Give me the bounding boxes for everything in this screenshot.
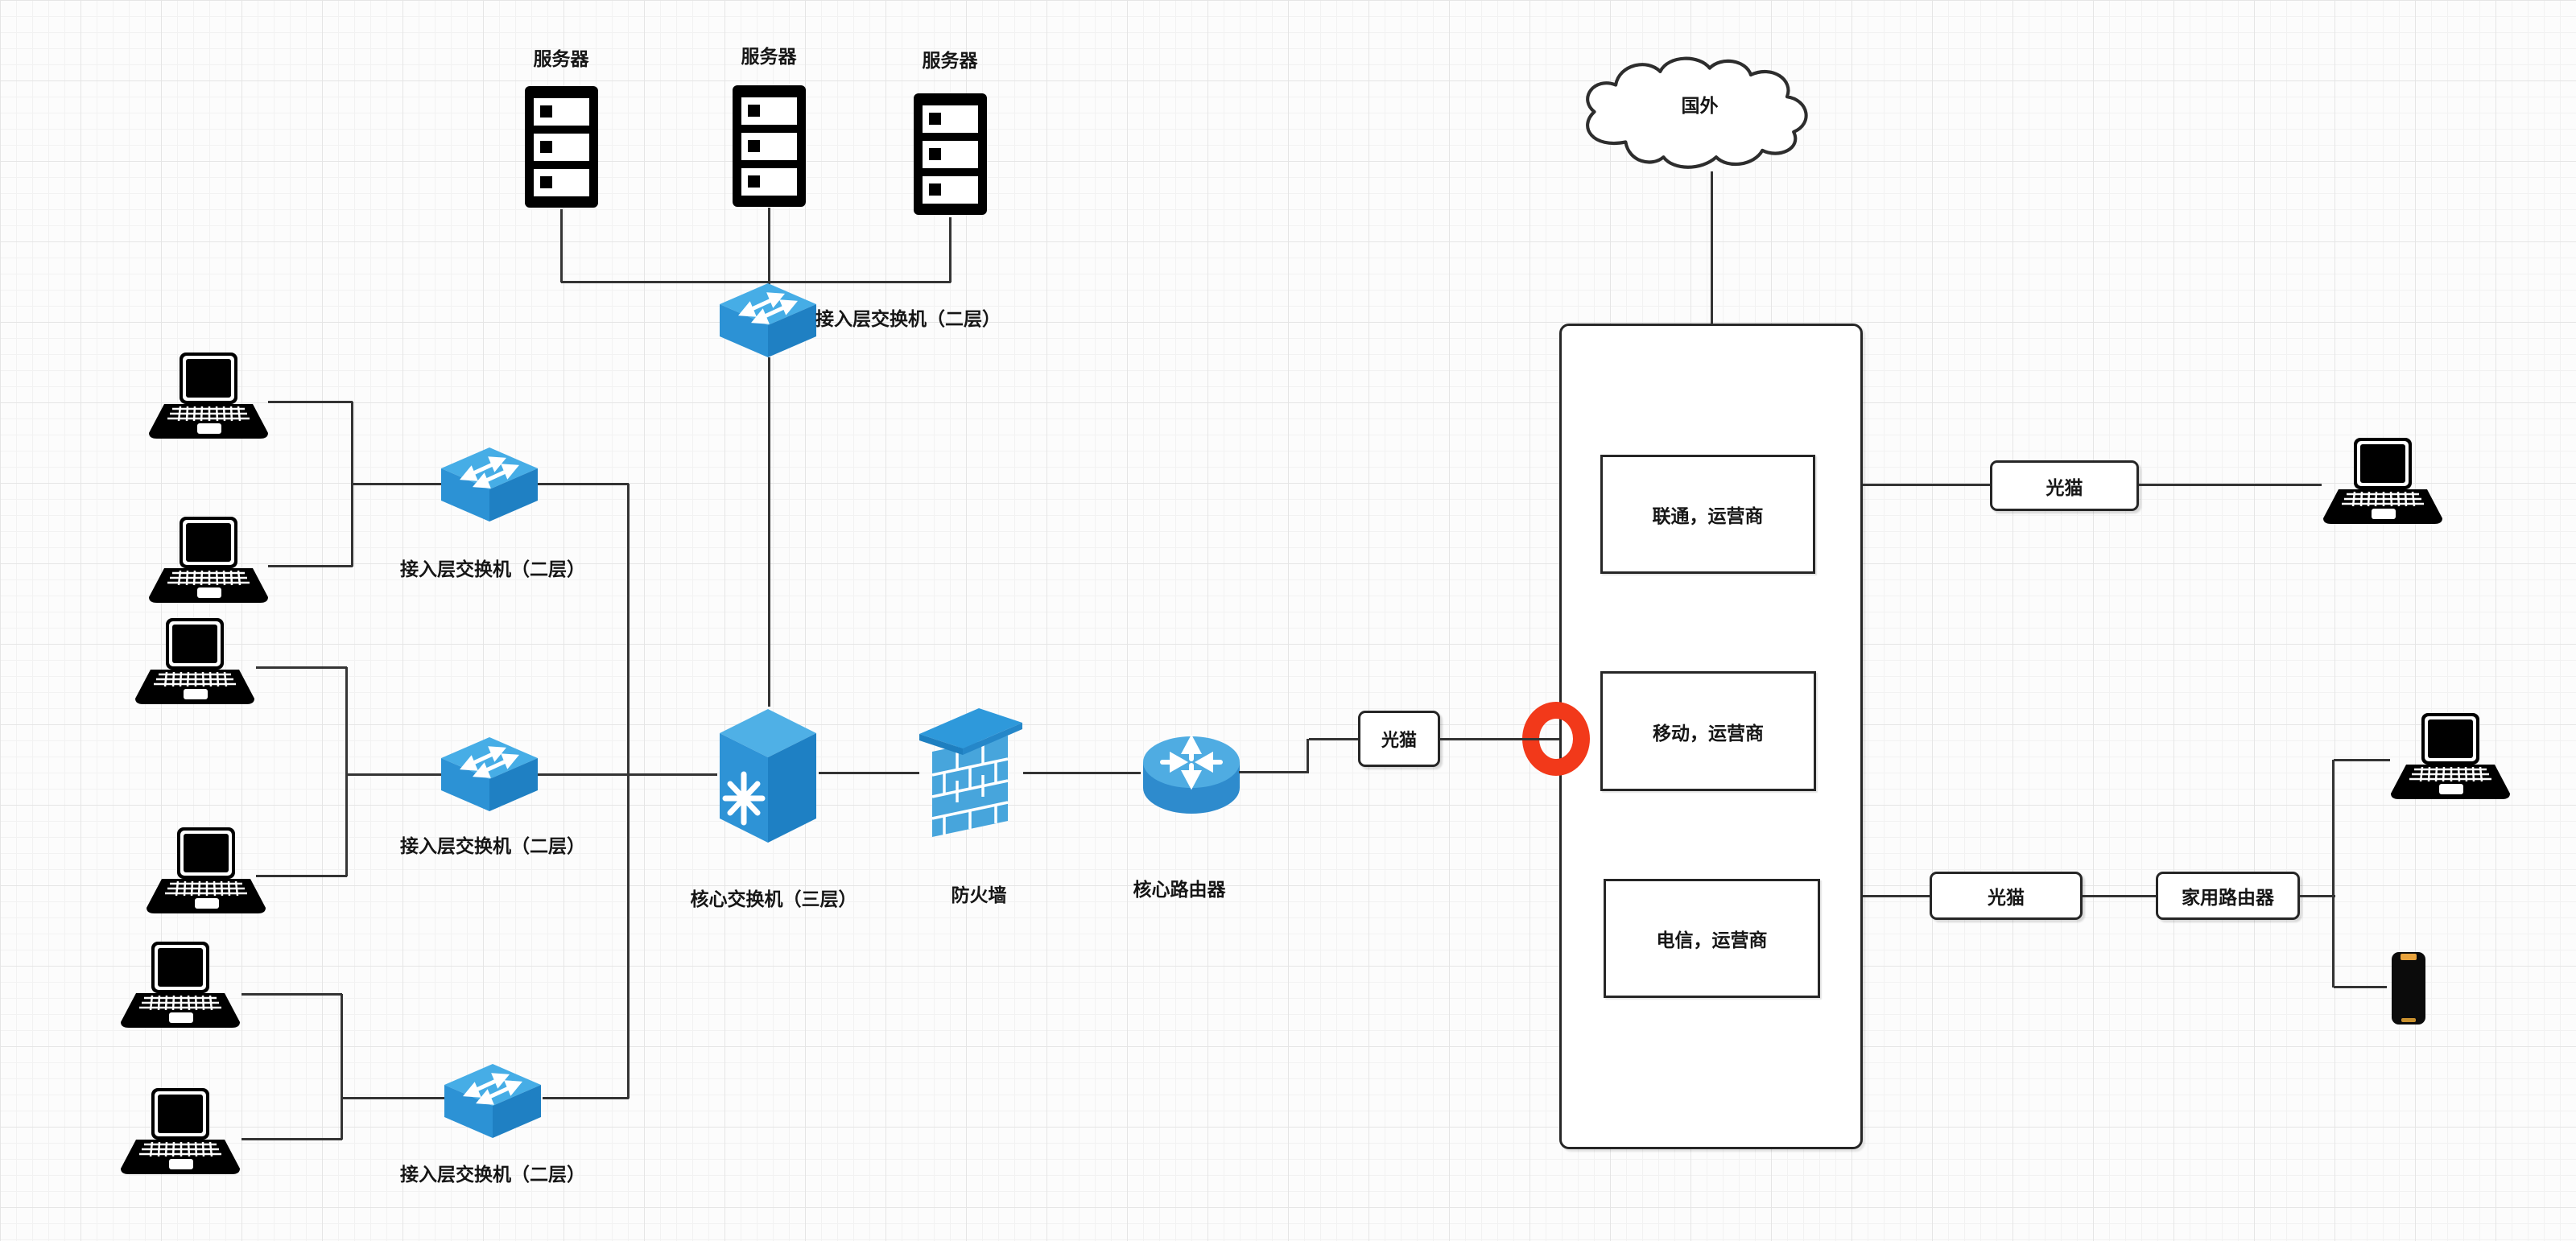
laptop-icon: [2322, 438, 2444, 533]
connector-line: [819, 772, 919, 774]
connector-line: [341, 994, 343, 1140]
connector-line: [1440, 738, 1559, 740]
connector-line: [536, 773, 629, 776]
laptop-icon: [147, 517, 270, 612]
connector-line: [629, 773, 717, 776]
connector-line: [1239, 771, 1309, 773]
connector-line: [353, 483, 444, 485]
connector-line: [1309, 738, 1358, 740]
optical-modem-box-bottom-right: 光猫: [1930, 872, 2083, 920]
connector-line: [627, 484, 630, 1099]
connector-line: [345, 667, 348, 876]
laptop-icon: [145, 827, 267, 922]
connector-line: [268, 565, 353, 567]
server-label: 服务器: [922, 50, 978, 71]
connector-line: [560, 209, 563, 282]
connector-line: [535, 483, 629, 485]
connector-line: [2332, 760, 2334, 987]
server-icon: [912, 92, 989, 216]
core-switch-label: 核心交换机（三层）: [690, 888, 857, 909]
optical-modem-box-core: 光猫: [1358, 711, 1440, 767]
core-router-label: 核心路由器: [1133, 879, 1226, 900]
connector-line: [1711, 171, 1713, 324]
laptop-icon: [119, 942, 242, 1037]
firewall-label: 防火墙: [951, 884, 1007, 905]
connector-line: [342, 1097, 448, 1099]
connector-line: [768, 357, 770, 707]
access-switch-label: 接入层交换机（二层）: [400, 835, 585, 856]
server-icon: [731, 84, 807, 208]
connector-line: [2300, 895, 2335, 897]
isp-unicom-box: 联通，运营商: [1600, 455, 1815, 574]
laptop-icon: [119, 1088, 242, 1183]
access-switch-label: 接入层交换机（二层）: [400, 559, 585, 579]
connector-line: [949, 217, 952, 282]
connector-line: [1863, 484, 1990, 486]
server-icon: [523, 85, 600, 209]
connector-line: [2139, 484, 2322, 486]
connector-line: [768, 208, 770, 287]
connector-line: [1307, 739, 1309, 773]
optical-modem-label: 光猫: [1381, 730, 1417, 750]
connector-line: [2334, 759, 2390, 761]
laptop-icon: [134, 618, 256, 713]
cloud-icon: [1586, 56, 1808, 169]
core-router-icon: [1141, 728, 1240, 820]
connector-line: [543, 1097, 629, 1099]
access-switch-icon: [440, 736, 539, 813]
access-switch-icon: [718, 282, 818, 359]
server-label: 服务器: [741, 46, 797, 67]
laptop-icon: [147, 353, 270, 447]
connector-line: [2083, 895, 2156, 897]
isp-telecom-label: 电信，运营商: [1656, 930, 1768, 950]
access-switch-label: 接入层交换机（二层）: [815, 308, 1001, 329]
optical-modem-box-top-right: 光猫: [1990, 460, 2139, 511]
isp-mobile-label: 移动，运营商: [1653, 722, 1764, 744]
firewall-icon: [918, 702, 1024, 839]
isp-mobile-box: 移动，运营商: [1600, 671, 1816, 791]
connector-line: [256, 666, 347, 669]
connector-line: [256, 875, 347, 877]
connector-line: [1863, 895, 1930, 897]
access-switch-label: 接入层交换机（二层）: [400, 1164, 585, 1185]
home-router-box: 家用路由器: [2156, 872, 2300, 920]
connector-line: [268, 401, 353, 403]
server-label: 服务器: [533, 48, 589, 69]
home-router-label: 家用路由器: [2182, 887, 2274, 908]
overseas-label: 国外: [1681, 95, 1719, 117]
connector-line: [1023, 772, 1141, 774]
optical-modem-label: 光猫: [1988, 887, 2025, 908]
connector-line: [351, 402, 353, 567]
connector-line: [242, 993, 342, 996]
access-switch-icon: [443, 1062, 543, 1140]
connector-line: [242, 1138, 342, 1140]
phone-icon: [2391, 951, 2426, 1025]
connector-line: [2334, 986, 2387, 988]
isp-telecom-box: 电信，运营商: [1604, 879, 1820, 998]
overseas-cloud: 国外: [1576, 55, 1823, 172]
access-switch-icon: [440, 446, 539, 523]
optical-modem-label: 光猫: [2046, 476, 2083, 498]
isp-unicom-label: 联通，运营商: [1652, 505, 1764, 526]
core-switch-icon: [717, 707, 819, 845]
connector-line: [561, 281, 951, 283]
laptop-icon: [2389, 713, 2512, 808]
connector-line: [347, 773, 444, 776]
